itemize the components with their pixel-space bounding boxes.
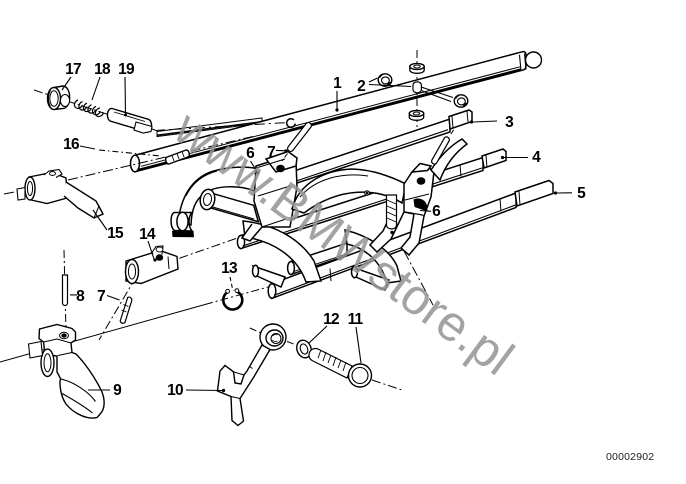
svg-text:1: 1: [333, 75, 342, 92]
svg-text:5: 5: [577, 185, 586, 202]
svg-text:15: 15: [107, 225, 124, 242]
svg-text:6: 6: [432, 203, 441, 220]
svg-text:8: 8: [76, 288, 85, 305]
svg-text:17: 17: [65, 61, 81, 78]
svg-text:00002902: 00002902: [606, 451, 654, 463]
svg-text:3: 3: [505, 114, 514, 131]
svg-text:6: 6: [246, 145, 255, 162]
svg-text:10: 10: [167, 382, 183, 399]
svg-text:7: 7: [97, 288, 105, 305]
svg-text:2: 2: [357, 78, 365, 95]
svg-text:18: 18: [94, 61, 111, 78]
svg-text:16: 16: [63, 136, 80, 153]
svg-text:13: 13: [221, 260, 238, 277]
svg-text:14: 14: [139, 226, 156, 243]
svg-text:4: 4: [532, 149, 541, 166]
svg-text:www.BMWstore.pl: www.BMWstore.pl: [164, 99, 524, 386]
svg-text:9: 9: [113, 382, 122, 399]
svg-text:19: 19: [118, 61, 135, 78]
svg-text:12: 12: [323, 311, 339, 328]
svg-text:11: 11: [348, 311, 364, 328]
svg-text:7: 7: [267, 144, 275, 161]
